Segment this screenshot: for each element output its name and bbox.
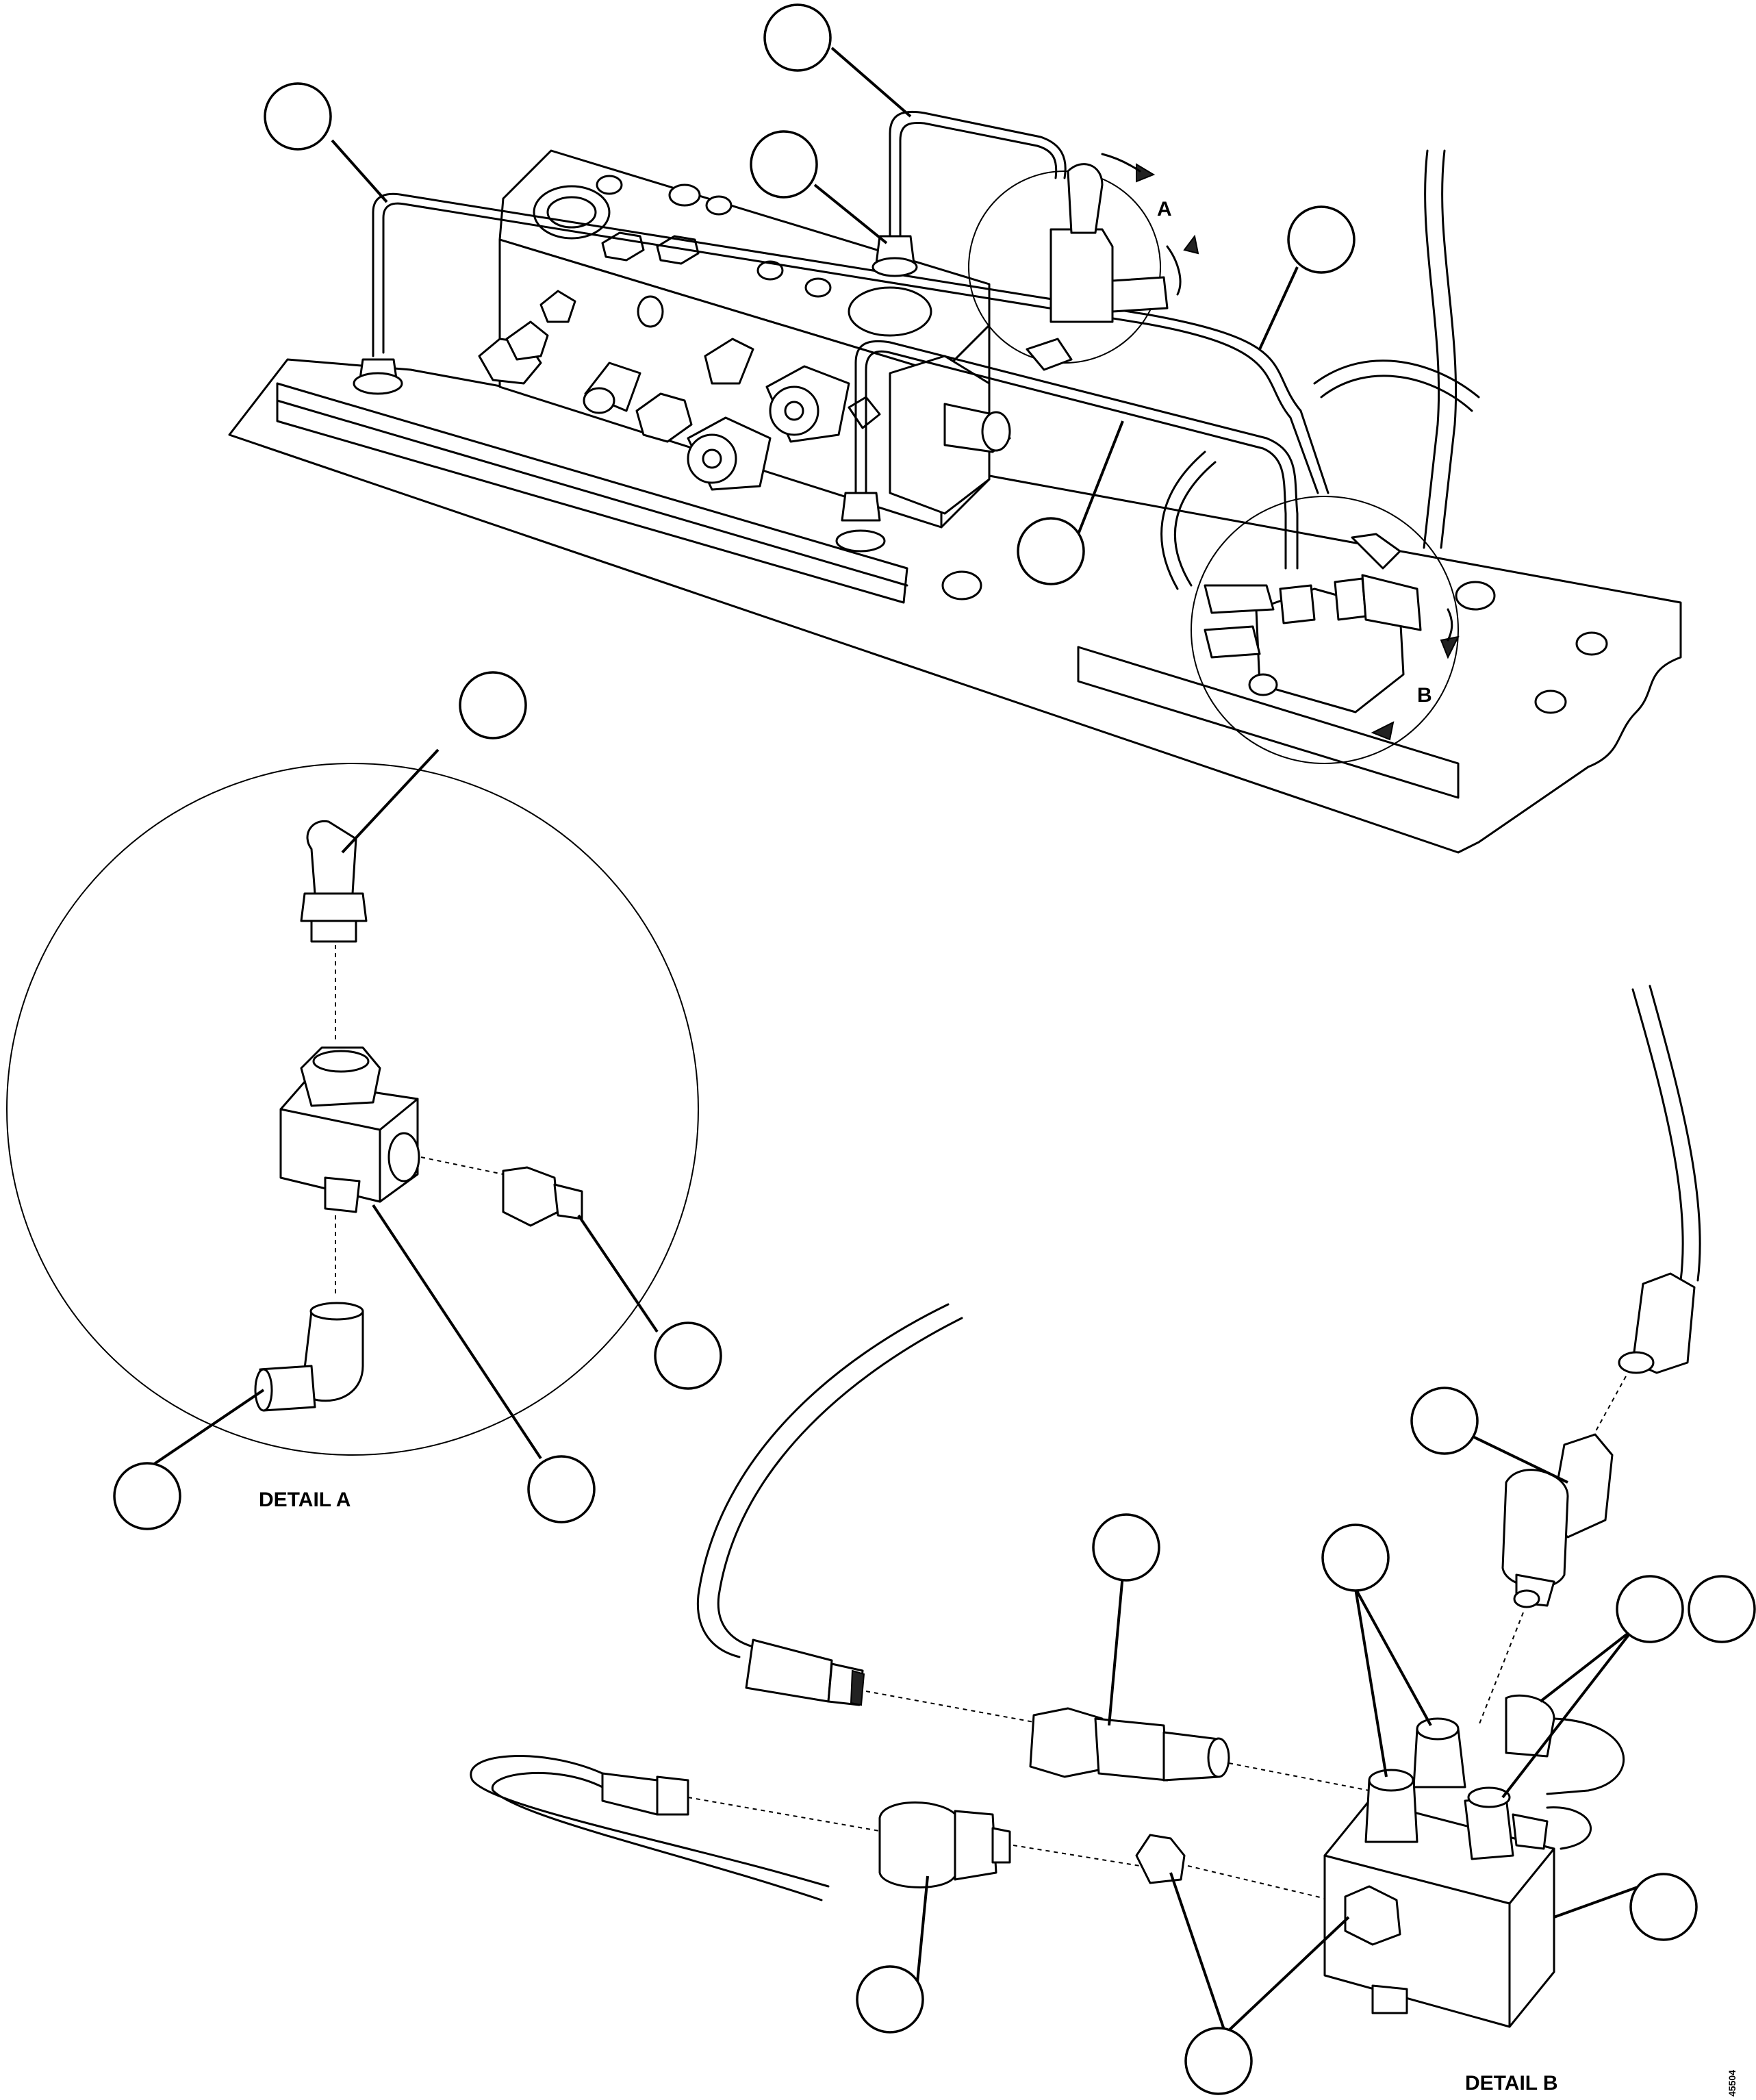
figure-id: 45504: [1727, 2070, 1738, 2097]
elbow-fitting: [306, 820, 357, 895]
swivel-elbow: [1505, 1694, 1555, 1758]
callout-bubble: [113, 1462, 181, 1530]
main-assembly-view: A B: [228, 3, 1682, 854]
detail-a-title: DETAIL A: [259, 1489, 351, 1511]
callout-bubble: [1321, 1523, 1390, 1592]
callout-bubble: [1629, 1873, 1698, 1941]
detail-b-reference-circle: B: [1191, 496, 1460, 764]
mounting-plate-rail-right: [1077, 646, 1460, 799]
detail-b-view: DETAIL B 45504: [470, 985, 1756, 2097]
solenoid-coil: [765, 365, 850, 443]
callout-bubble: [1184, 2027, 1253, 2095]
pressure-transducer: [878, 1801, 1011, 1888]
detail-b-marker: B: [1417, 684, 1432, 707]
sensor-cable: [1631, 988, 1684, 1282]
main-manifold-block: [478, 149, 1011, 529]
hose: [470, 1755, 830, 1888]
quick-coupler: [1029, 1707, 1230, 1782]
tee-block: [279, 1046, 420, 1213]
callout-bubble: [1410, 1387, 1479, 1455]
detail-a-marker: A: [1157, 198, 1172, 220]
detail-b-manifold-block: [1323, 1694, 1625, 2028]
detail-a-view: DETAIL A: [6, 671, 722, 1530]
tube-nut: [841, 492, 881, 522]
callout-bubble: [527, 1455, 596, 1523]
callout-bubble: [459, 671, 527, 739]
hose: [696, 1303, 950, 1658]
callout-bubble: [1688, 1575, 1756, 1643]
callout-bubble: [1616, 1575, 1684, 1643]
callout-bubble: [264, 82, 332, 151]
straight-adapter: [502, 1166, 559, 1227]
detail-a-reference-circle: A: [968, 153, 1199, 371]
callout-bubble: [750, 130, 818, 199]
callout-bubble: [763, 3, 832, 72]
callout-bubble: [654, 1321, 722, 1390]
push-to-connect-elbow: [300, 1310, 364, 1402]
detail-b-title: DETAIL B: [1465, 2072, 1558, 2095]
solenoid-coil: [687, 416, 772, 491]
pressure-switch: [1501, 1433, 1614, 1608]
callout-bubble: [1092, 1513, 1160, 1582]
hose: [1313, 359, 1480, 399]
callout-bubble: [1287, 205, 1356, 274]
hex-plug: [1135, 1834, 1186, 1884]
callout-bubble: [1017, 517, 1085, 585]
hydraulic-tubes: [372, 110, 1329, 570]
hose: [1160, 451, 1206, 590]
callout-bubble: [856, 1965, 924, 2034]
hose: [1423, 149, 1440, 549]
